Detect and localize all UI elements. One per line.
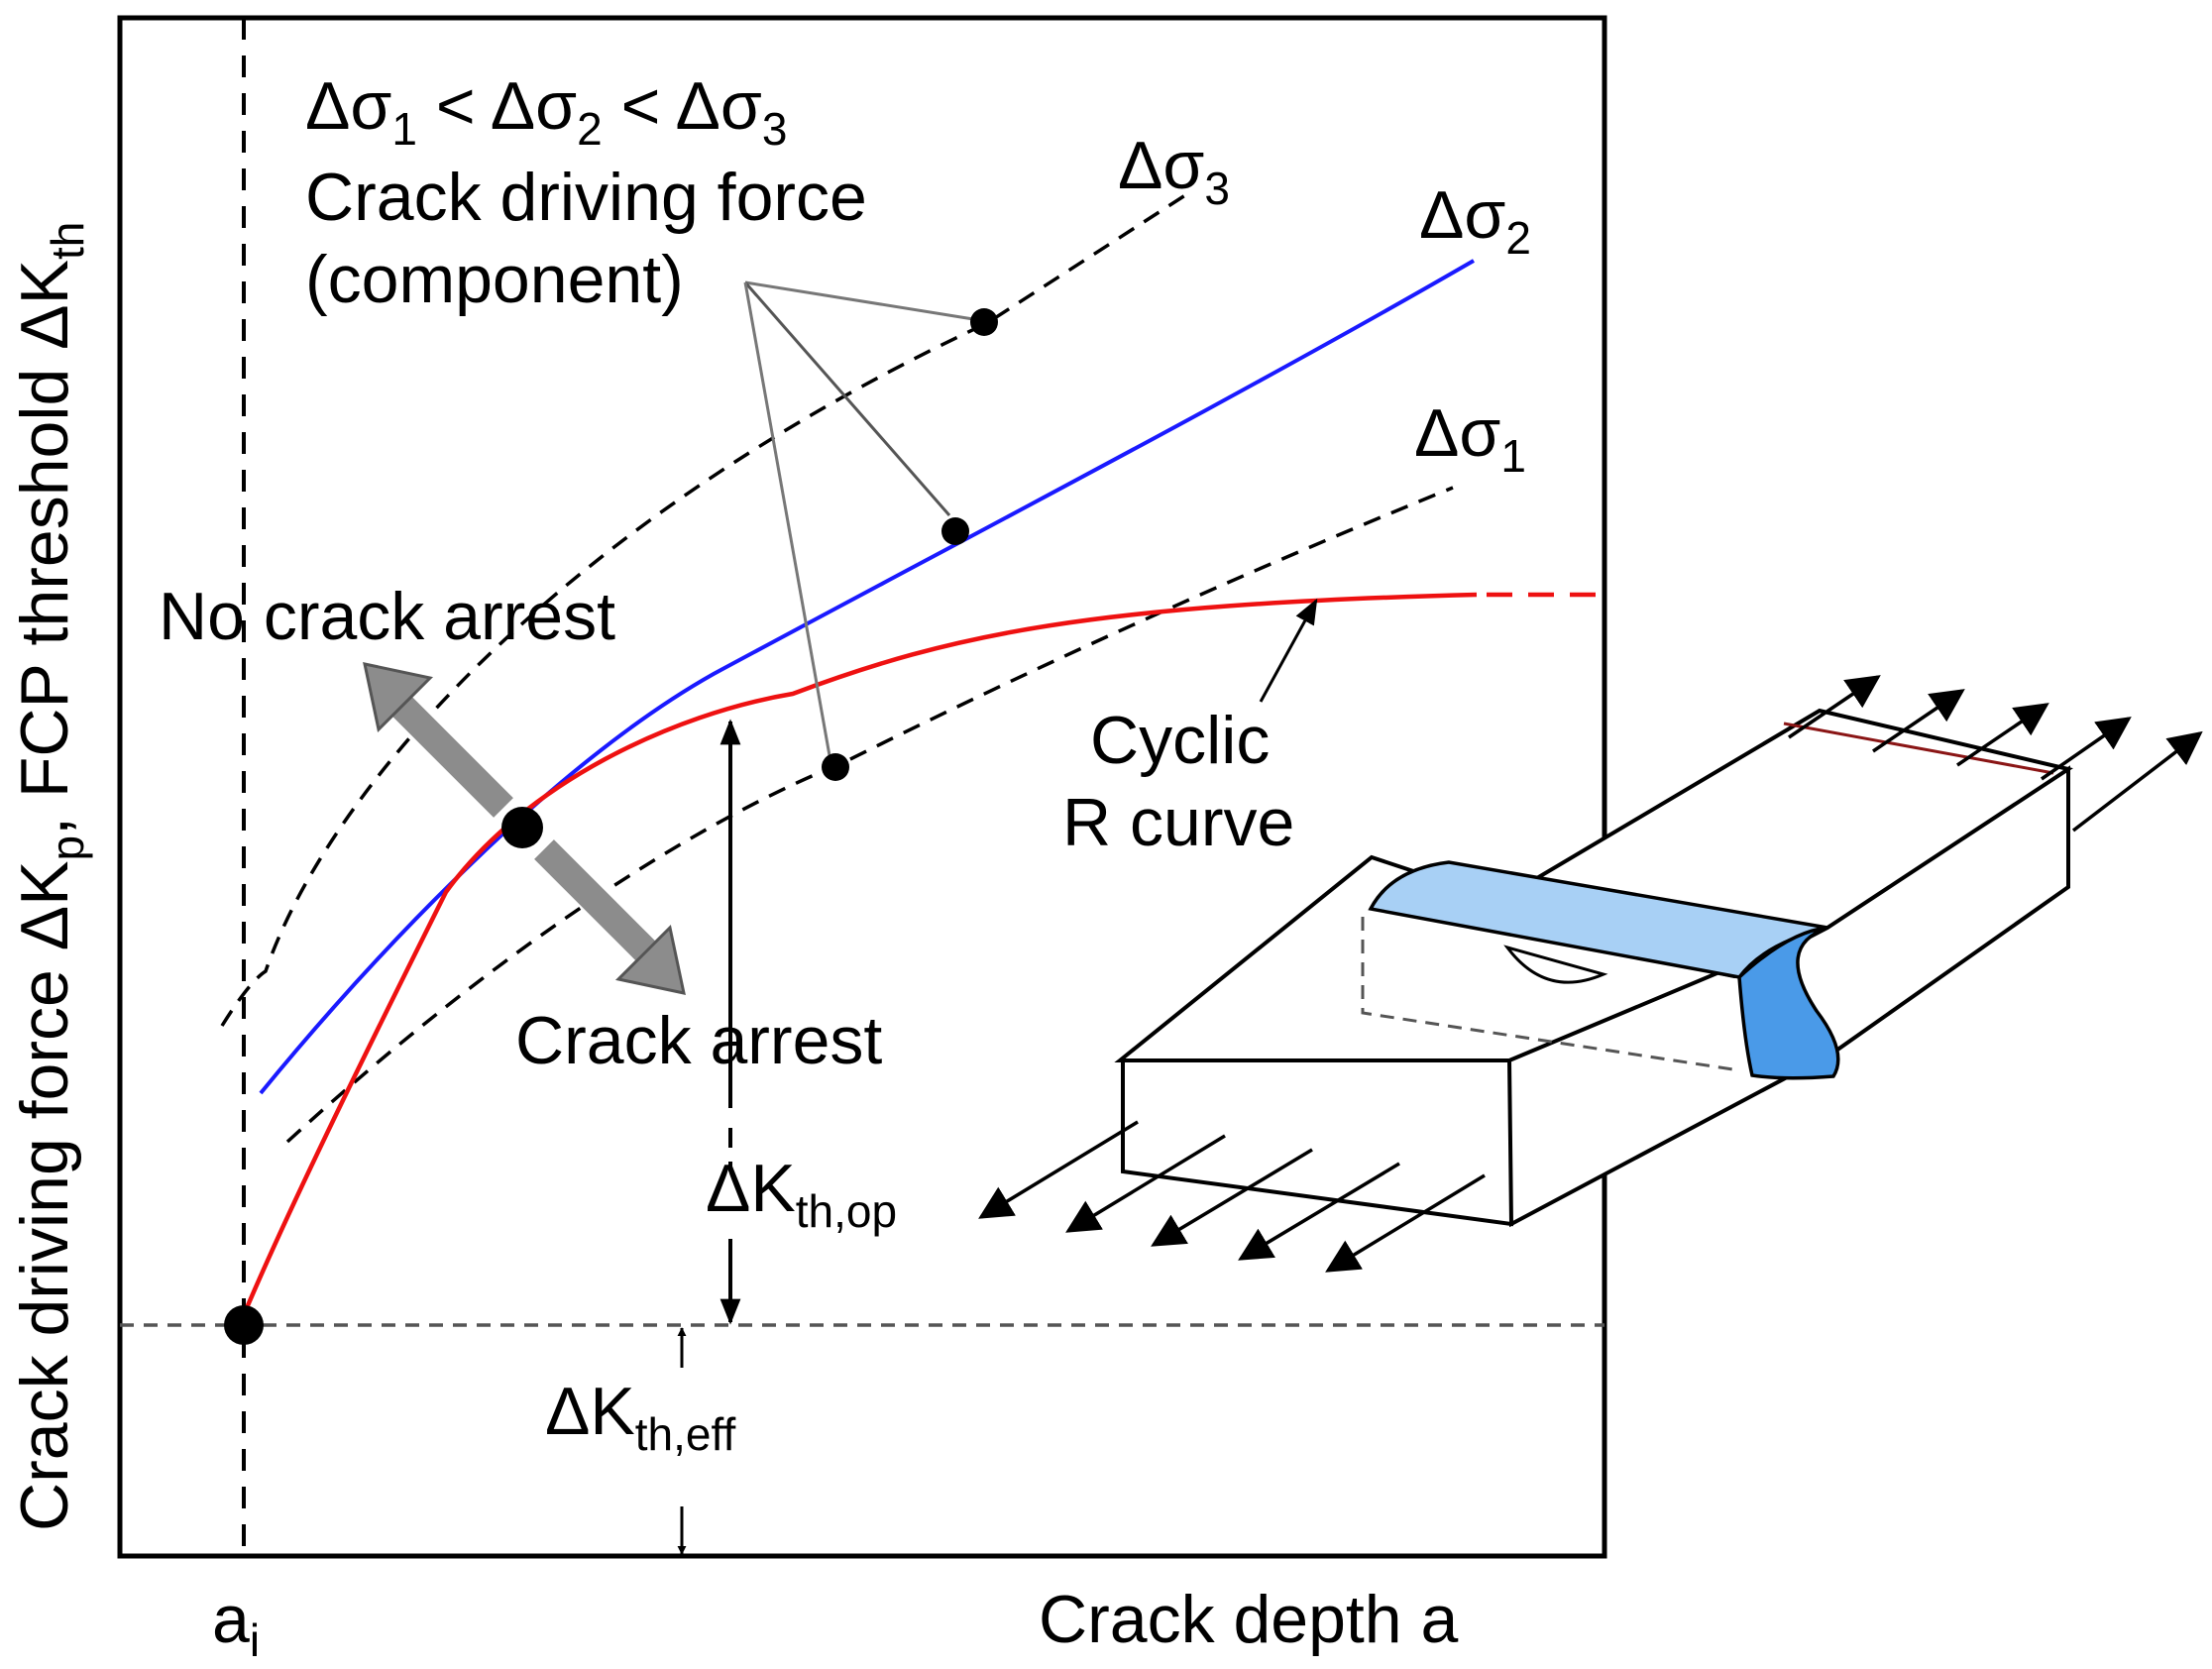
x-marker-ai: ai bbox=[212, 1582, 260, 1666]
driving-force-label-2: (component) bbox=[305, 242, 684, 317]
specimen-front-face bbox=[1121, 1058, 1513, 1227]
semi-elliptical-crack bbox=[1503, 945, 1608, 984]
stress-inequality: Δσ1 < Δσ2 < Δσ3 bbox=[305, 68, 787, 155]
plot-frame bbox=[117, 15, 1607, 1559]
dot-ds2 bbox=[941, 517, 969, 545]
dot-ds1 bbox=[822, 753, 849, 781]
load-arrow-r1 bbox=[1788, 675, 1881, 739]
weld-side-profile bbox=[1737, 926, 1840, 1080]
load-arrow-l1 bbox=[978, 1120, 1139, 1219]
leader-line-ds3 bbox=[744, 280, 974, 321]
load-arrow-l2 bbox=[1065, 1134, 1226, 1233]
dot-initial-crack bbox=[224, 1305, 264, 1345]
leader-line-ds2 bbox=[743, 281, 951, 516]
gray-arrow-head-down bbox=[614, 924, 686, 995]
load-arrow-l5 bbox=[1325, 1173, 1486, 1273]
load-arrow-l4 bbox=[1238, 1162, 1400, 1261]
kth-op-label: ΔKth,op bbox=[706, 1151, 897, 1237]
load-arrow-r5 bbox=[2071, 730, 2203, 833]
label-ds2: Δσ2 bbox=[1419, 177, 1531, 264]
gray-arrow-shaft-upper bbox=[392, 697, 513, 818]
driving-force-label-1: Crack driving force bbox=[305, 160, 867, 235]
cyclic-r-curve-label-2: R curve bbox=[1062, 785, 1294, 860]
load-arrow-r4 bbox=[2041, 717, 2132, 781]
dot-ds3 bbox=[970, 308, 998, 336]
label-ds3: Δσ3 bbox=[1118, 128, 1230, 214]
crack-arrest-label: Crack arrest bbox=[515, 1003, 882, 1078]
leader-line-ds1 bbox=[743, 281, 832, 762]
specimen-illustration bbox=[978, 675, 2203, 1273]
label-ds1: Δσ1 bbox=[1414, 395, 1526, 482]
r-curve-pointer bbox=[1259, 598, 1318, 703]
curve-cyclic-r bbox=[243, 592, 1478, 1311]
gray-arrow-shaft-lower bbox=[534, 839, 655, 960]
no-crack-arrest-label: No crack arrest bbox=[159, 579, 615, 654]
kth-eff-label: ΔKth,eff bbox=[545, 1374, 735, 1460]
specimen-red-edge bbox=[1783, 722, 2054, 775]
load-arrow-r2 bbox=[1872, 689, 1965, 753]
cyclic-r-curve-label-1: Cyclic bbox=[1090, 703, 1270, 778]
x-axis-label: Crack depth a bbox=[1039, 1582, 1459, 1657]
curve-ds1 bbox=[285, 486, 1454, 1144]
load-arrow-r3 bbox=[1956, 703, 2049, 767]
dot-intersection bbox=[501, 807, 543, 848]
curve-ds2 bbox=[259, 259, 1476, 1095]
y-axis-label: Crack driving force ΔKp, FCP threshold Δ… bbox=[7, 222, 93, 1531]
load-arrow-l3 bbox=[1151, 1148, 1313, 1247]
gray-arrow-head-up bbox=[363, 662, 434, 733]
hidden-crack-outline bbox=[1361, 917, 1740, 1072]
